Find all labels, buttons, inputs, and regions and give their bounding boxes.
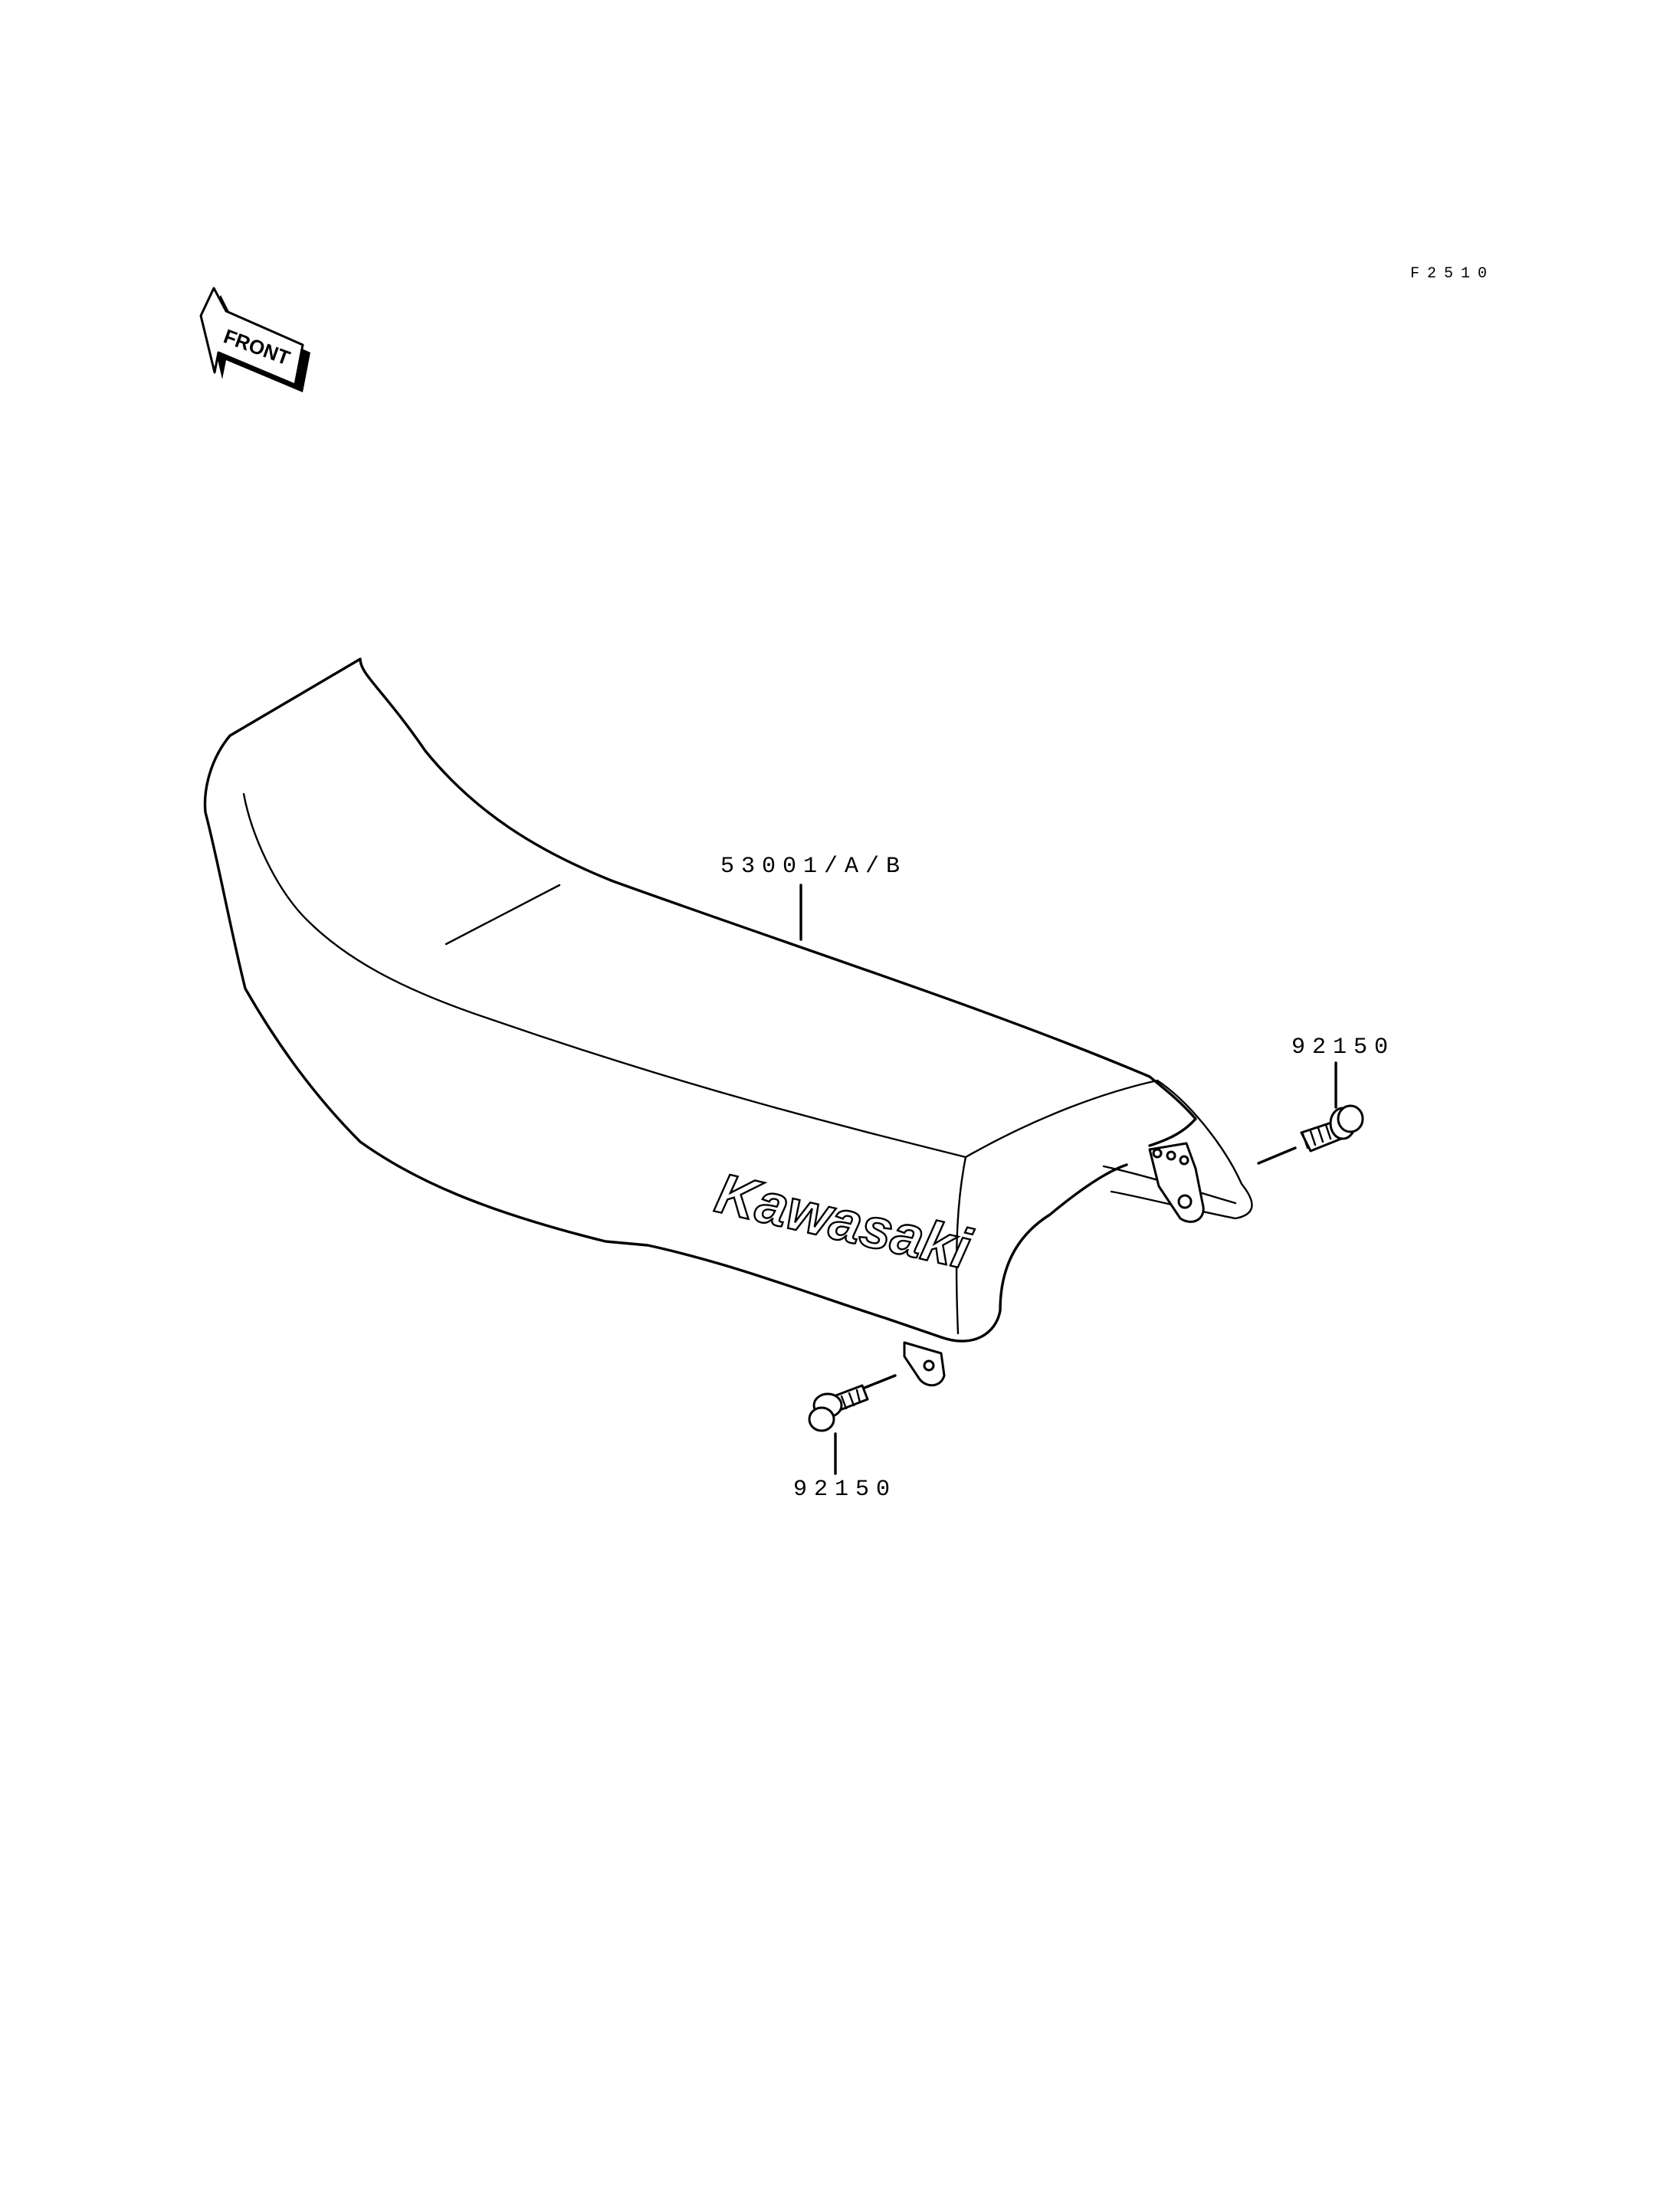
seat-assembly bbox=[203, 657, 1253, 1387]
bolt-front-icon bbox=[808, 1374, 897, 1432]
brand-logo: Kawasaki bbox=[710, 1161, 977, 1281]
bolt-rear-icon bbox=[1257, 1104, 1364, 1165]
front-arrow-icon: FRONT bbox=[199, 287, 310, 392]
figure-number: F2510 bbox=[1410, 265, 1495, 283]
bolt-front-callout: 92150 bbox=[793, 1477, 897, 1503]
seat-callout: 53001/A/B bbox=[720, 854, 907, 880]
bolt-rear-callout: 92150 bbox=[1291, 1035, 1395, 1061]
